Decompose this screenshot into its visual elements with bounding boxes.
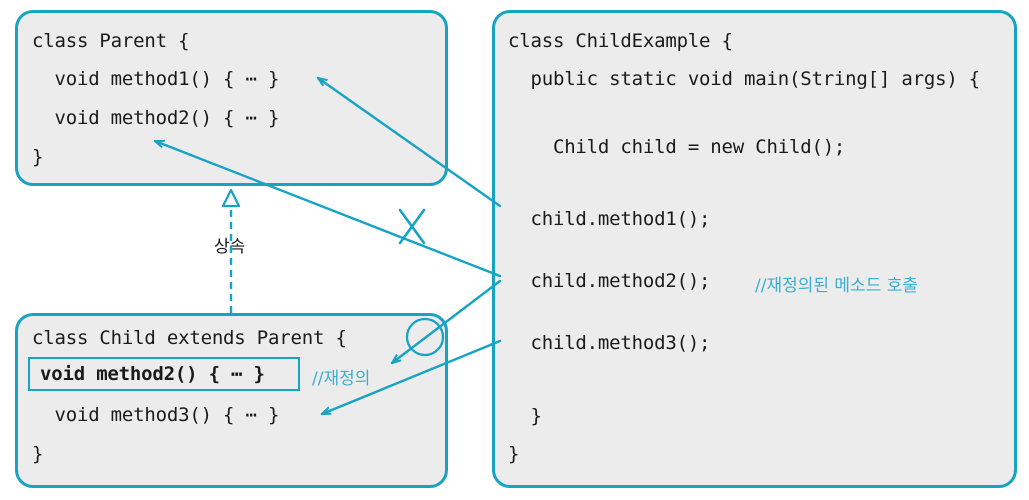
parent-line-0: class Parent { xyxy=(32,30,190,52)
child-override-comment: //재정의 xyxy=(312,369,371,389)
example-line-1: public static void main(String[] args) { xyxy=(508,68,981,90)
example-line-2: Child child = new Child(); xyxy=(508,136,846,158)
inheritance-label: 상속 xyxy=(214,237,246,257)
override-highlight-box xyxy=(28,357,300,391)
child-line-0: class Child extends Parent { xyxy=(32,327,347,349)
example-line-0: class ChildExample { xyxy=(508,30,733,52)
parent-line-2: void method2() { ⋯ } xyxy=(32,107,280,129)
child-line-3: } xyxy=(32,443,44,465)
example-line-4: child.method2(); xyxy=(508,270,711,292)
x-cross-marker xyxy=(398,208,426,245)
example-line-5: child.method3(); xyxy=(508,332,711,354)
example-line-3: child.method1(); xyxy=(508,208,711,230)
example-method2-comment: //재정의된 메소드 호출 xyxy=(755,276,919,296)
parent-line-1: void method1() { ⋯ } xyxy=(32,68,280,90)
child-line-2: void method3() { ⋯ } xyxy=(32,404,280,426)
parent-line-3: } xyxy=(32,146,44,168)
example-line-6: } xyxy=(508,405,542,427)
hollow-triangle-arrowhead xyxy=(221,188,241,208)
child-override-line: void method2() { ⋯ } xyxy=(40,363,265,385)
example-line-7: } xyxy=(508,443,520,465)
childexample-class-box xyxy=(492,10,1017,488)
